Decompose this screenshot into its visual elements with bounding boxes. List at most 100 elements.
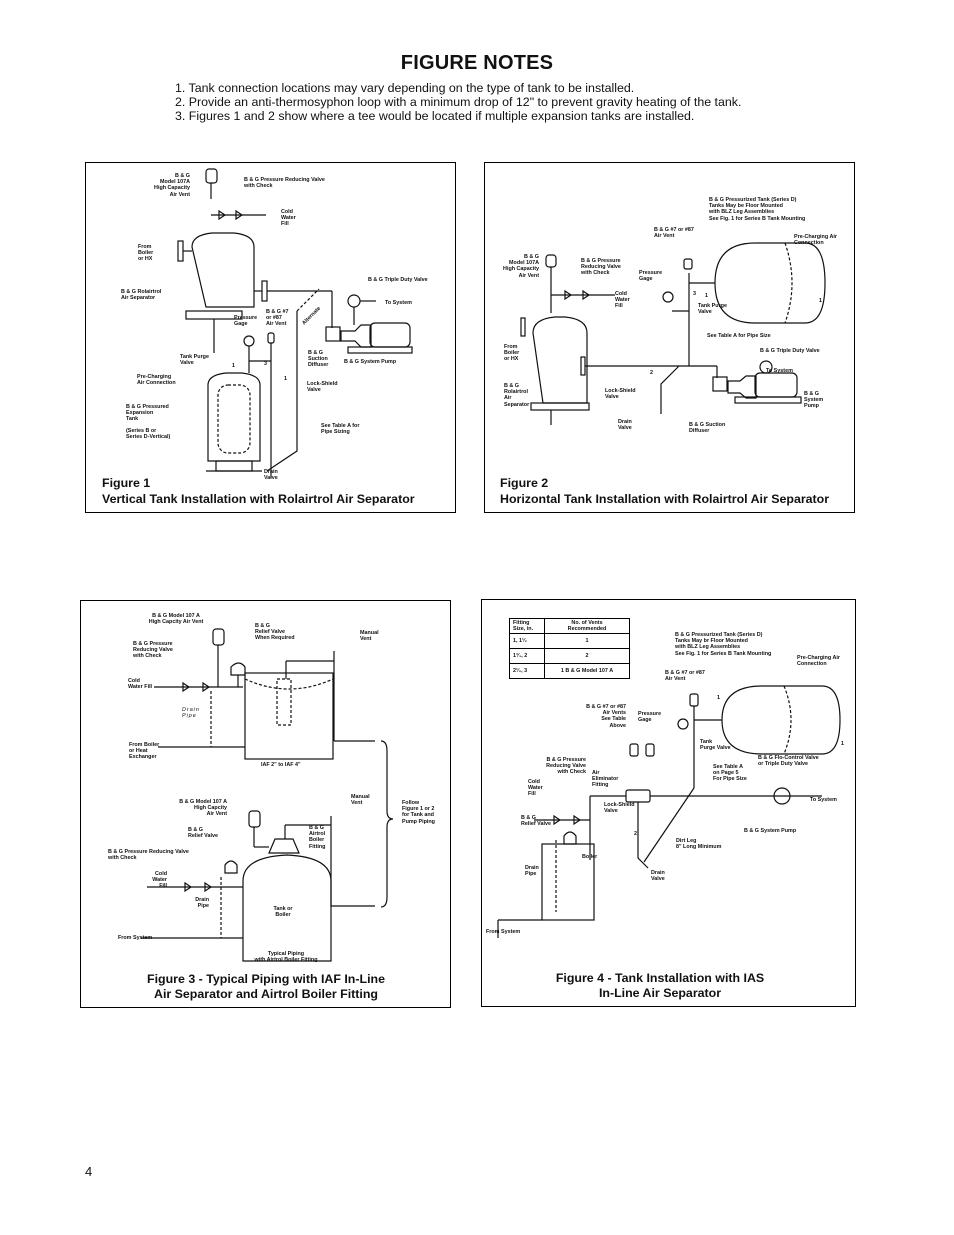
label-drain-pipe-top: Drain Pipe	[182, 707, 200, 720]
label-triple-duty: B & G Triple Duty Valve	[760, 348, 820, 354]
label-boiler: Boiler	[582, 854, 598, 860]
label-flo-control: B & G Flo-Control Valve or Triple Duty V…	[758, 755, 819, 768]
label-table-a: See Table A for Pipe Size	[707, 333, 771, 339]
label-diffuser: B & G Suction Diffuser	[689, 422, 726, 435]
label-manual-vent-bot: Manual Vent	[351, 794, 370, 807]
figure-2-number: Figure 2	[500, 476, 549, 490]
label-from-system: From System	[486, 929, 521, 935]
label-prv-bot: B & G Pressure Reducing Valve with Check	[108, 849, 189, 862]
label-lockshield: Lock-Shield Valve	[604, 802, 635, 815]
note-3: 3. Figures 1 and 2 show where a tee woul…	[175, 109, 695, 123]
label-tank: B & G Pressurized Tank (Series D) Tanks …	[709, 197, 806, 222]
label-drain: Drain Valve	[264, 469, 278, 482]
label-air-vent: B & G Model 107A High Capacity Air Vent	[154, 173, 190, 198]
label-n3: 3	[264, 361, 267, 367]
label-triple-duty: B & G Triple Duty Valve	[368, 277, 428, 283]
label-purge: Tank Purge Valve	[180, 354, 209, 367]
label-separator: B & G Rolairtrol Air Separator	[504, 383, 530, 408]
label-to-system: To System	[385, 300, 412, 306]
label-from-boiler: From Boiler or HX	[138, 244, 154, 263]
label-prv: B & G Pressure Reducing Valve with Check	[581, 258, 621, 277]
figure-3-caption: Figure 3 - Typical Piping with IAF In-Li…	[147, 972, 385, 1001]
label-n1a: 1	[232, 363, 235, 369]
label-series: (Series B or Series D-Vertical)	[126, 428, 171, 441]
figure-2-title: Horizontal Tank Installation with Rolair…	[500, 492, 830, 506]
label-diffuser: B & G Suction Diffuser	[308, 350, 329, 369]
label-n1b: 1	[284, 376, 287, 382]
label-n3: 3	[693, 291, 696, 297]
label-vents-table: B & G #7 or #87 Air Vents See Table Abov…	[586, 704, 626, 729]
label-cold-fill-bot: Cold Water Fill	[152, 871, 167, 890]
label-separator: B & G Rolairtrol Air Separator	[121, 289, 162, 302]
label-table-a: See Table A for Pipe Sizing	[321, 423, 360, 436]
label-vent87: B & G #7 or #87 Air Vent	[654, 227, 694, 240]
figure-2-diagram	[520, 242, 826, 425]
label-pump: B & G System Pump	[744, 828, 797, 834]
figure-3: B & G Model 107 A High Capcity Air Vent …	[80, 600, 451, 1008]
label-prv-top: B & G Pressure Reducing Valve with Check	[133, 641, 173, 660]
label-prv: B & G Pressure Reducing Valve with Check	[244, 177, 325, 190]
label-n1a: 1	[717, 695, 720, 701]
label-prv: B & G Pressure Reducing Valve with Check	[546, 757, 586, 776]
label-gage: Pressure Gage	[234, 315, 258, 328]
label-eliminator: Air Eliminator Fitting	[592, 770, 619, 789]
page-title: FIGURE NOTES	[400, 52, 554, 74]
label-n2: 2	[634, 831, 637, 837]
label-air-vent-top: B & G Model 107 A High Capcity Air Vent	[148, 613, 204, 626]
figure-1-title: Vertical Tank Installation with Rolairtr…	[102, 492, 415, 506]
label-cold-fill: Cold Water Fill	[528, 779, 543, 798]
label-air-vent: B & G Model 107A High Capacity Air Vent	[503, 254, 539, 279]
figure-1: B & G Model 107A High Capacity Air Vent …	[85, 162, 456, 513]
label-table-a: See Table A on Page 5 For Pipe Size	[713, 764, 747, 783]
label-drain: Drain Valve	[618, 419, 632, 432]
label-tank: B & G Pressurized Tank (Series D) Tanks …	[675, 632, 772, 657]
label-cold-fill-top: Cold Water Fill	[128, 678, 153, 691]
label-drain-pipe-bot: Drain Pipe	[195, 897, 209, 910]
figure-4-caption: Figure 4 - Tank Installation with IAS In…	[555, 971, 765, 1000]
label-precharge: Pre-Charging Air Connection	[797, 655, 840, 668]
label-relief-bot: B & G Relief Valve	[188, 827, 218, 840]
label-from-boiler: From Boiler or Heat Exchanger	[129, 742, 160, 761]
label-pump: B & G System Pump	[344, 359, 397, 365]
label-follow: Follow Figure 1 or 2 for Tank and Pump P…	[402, 800, 435, 825]
label-lockshield: Lock-Shield Valve	[307, 381, 338, 394]
label-manual-vent-top: Manual Vent	[360, 630, 379, 643]
label-to-system: To System	[766, 368, 793, 374]
label-cold-fill: Cold Water Fill	[281, 209, 296, 228]
figure-4: Fitting Size, in. No. of Vents Recommend…	[481, 599, 856, 1007]
label-from-boiler: From Boiler or HX	[504, 344, 520, 363]
page-number: 4	[85, 1164, 93, 1179]
label-air-vent-bot: B & G Model 107 A High Capcity Air Vent	[179, 799, 227, 818]
figure-1-diagram	[177, 168, 413, 478]
label-cold-fill: Cold Water Fill	[615, 291, 630, 310]
label-drain-pipe: Drain Pipe	[525, 865, 539, 878]
label-from-system: From System	[118, 935, 153, 941]
label-n1b: 1	[819, 298, 822, 304]
label-relief-top: B & G Relief Valve When Required	[255, 623, 295, 642]
label-relief: B & G Relief Valve	[521, 815, 551, 828]
figure-notes: 1. Tank connection locations may vary de…	[175, 81, 741, 123]
label-airtrol: B & G Airtrol Boiler Fitting	[309, 825, 326, 850]
label-tank: B & G Pressured Expansion Tank	[126, 404, 169, 423]
figure-1-number: Figure 1	[102, 476, 151, 490]
vent-table-cell: 1 B & G Model 107 A	[544, 663, 630, 679]
label-n1a: 1	[705, 293, 708, 299]
label-to-system: To System	[810, 797, 837, 803]
vent-table-header: Fitting Size, in. No. of Vents Recommend…	[509, 618, 630, 634]
label-iaf: IAF 2" to IAF 4"	[261, 762, 301, 768]
label-typical: Typical Piping with Airtrol Boiler Fitti…	[254, 951, 318, 964]
label-dirt-leg: Dirt Leg 8" Long Minimum	[676, 838, 722, 851]
label-vent87: B & G #7 or #87 Air Vent	[266, 309, 289, 328]
label-precharge: Pre-Charging Air Connection	[137, 374, 176, 387]
label-gage: Pressure Gage	[638, 711, 662, 724]
label-purge: Tank Purge Valve	[698, 303, 727, 316]
label-tank-boiler: Tank or Boiler	[273, 906, 293, 919]
label-n1b: 1	[841, 741, 844, 747]
note-2: 2. Provide an anti-thermosyphon loop wit…	[175, 95, 742, 109]
label-lockshield: Lock-Shield Valve	[605, 388, 636, 401]
figure-4-diagram	[497, 685, 841, 938]
label-n2: 2	[650, 370, 653, 376]
vent-table: Fitting Size, in. No. of Vents Recommend…	[509, 618, 630, 679]
